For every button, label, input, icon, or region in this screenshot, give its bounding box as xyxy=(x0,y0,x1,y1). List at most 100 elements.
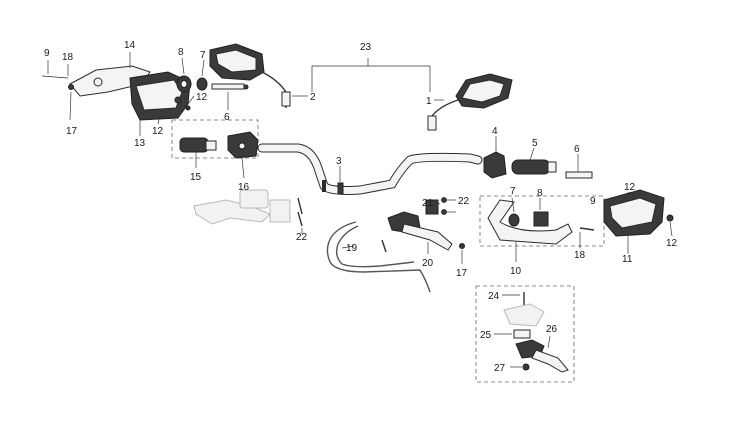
callout-27: 27 xyxy=(494,363,506,374)
handlebar-3 xyxy=(257,143,483,195)
callout-7: 7 xyxy=(200,50,206,61)
throttle-cable-19-b xyxy=(335,225,415,268)
ghost-clutch-master-cylinder xyxy=(193,189,291,225)
callout-5: 5 xyxy=(532,138,538,149)
right-mirror-nut xyxy=(427,115,437,131)
bar-end-weight-6-right xyxy=(565,171,593,179)
cable-end xyxy=(381,239,387,253)
callout-15: 15 xyxy=(190,172,202,183)
left-grip-15 xyxy=(179,137,209,153)
throttle-cable-19 xyxy=(326,221,431,293)
callout-2: 2 xyxy=(310,92,316,103)
left-switch-group xyxy=(171,119,259,159)
callout-16: 16 xyxy=(238,182,250,193)
callout-17: 17 xyxy=(456,268,468,279)
callout-labels: 9 18 14 8 7 12 6 2 23 1 17 12 13 15 16 3… xyxy=(44,40,678,374)
callout-25: 25 xyxy=(480,330,492,341)
leader-lines xyxy=(47,52,673,368)
brake-lever-20 xyxy=(401,223,453,251)
washer-17-right xyxy=(459,243,465,249)
left-grip-collar xyxy=(205,140,217,151)
callout-9: 9 xyxy=(44,48,50,59)
handlebar-tube xyxy=(258,144,482,194)
screw-12-right xyxy=(666,214,674,222)
bolts-22-left xyxy=(297,197,303,227)
spacer-8-right xyxy=(533,211,549,227)
left-bracket-hole xyxy=(93,77,103,87)
left-handguard-face xyxy=(135,79,183,111)
spacer-8-left-hole xyxy=(180,80,188,88)
screw-22-right-b xyxy=(441,209,447,215)
bar-end-tip-left xyxy=(243,84,249,90)
callout-9: 9 xyxy=(590,196,596,207)
throttle-switch-4 xyxy=(483,151,507,179)
callout-12: 12 xyxy=(666,238,678,249)
callout-17: 17 xyxy=(66,126,78,137)
right-grip-parts xyxy=(483,151,593,179)
ghost-reservoir xyxy=(239,189,269,209)
bolt-22-a xyxy=(297,197,303,215)
left-group-dashed-outline xyxy=(171,119,259,159)
callout-19: 19 xyxy=(346,243,358,254)
left-small-parts xyxy=(176,75,249,111)
left-mirror-nut xyxy=(281,91,291,107)
callout-22: 22 xyxy=(296,232,308,243)
callout-23: 23 xyxy=(360,42,372,53)
callout-12: 12 xyxy=(196,92,208,103)
callout-12: 12 xyxy=(152,126,164,137)
brake-lever-26 xyxy=(531,349,569,373)
callout-18: 18 xyxy=(574,250,586,261)
callout-11: 11 xyxy=(622,254,633,265)
callout-20: 20 xyxy=(422,258,434,269)
bracket-23 xyxy=(311,65,431,92)
nut-7-left xyxy=(196,77,208,91)
callout-7: 7 xyxy=(510,186,516,197)
handguard-face-11 xyxy=(609,197,657,229)
callout-12: 12 xyxy=(624,182,636,193)
bolt-22-b xyxy=(297,211,303,227)
callout-6: 6 xyxy=(224,112,230,123)
bar-end-weight-6-left xyxy=(211,83,245,90)
right-handguard-assembly xyxy=(459,189,674,249)
right-grip-cap xyxy=(547,161,557,173)
handguard-bracket-10 xyxy=(487,199,573,245)
handlebar-marker xyxy=(337,182,344,195)
callout-8: 8 xyxy=(178,47,184,58)
ghost-clamp xyxy=(269,199,291,223)
nut-7-right xyxy=(508,213,520,227)
inset-dashed-box xyxy=(475,285,575,383)
callout-8: 8 xyxy=(537,188,543,199)
handlebar-knurl-left xyxy=(322,180,326,192)
callout-24: 24 xyxy=(488,291,500,302)
callout-21: 21 xyxy=(422,198,434,209)
left-guard-bolt xyxy=(174,96,182,104)
nut-27 xyxy=(522,363,530,371)
left-mirror-glass xyxy=(215,49,257,73)
callout-4: 4 xyxy=(492,126,498,137)
screw-22-right-a xyxy=(441,197,447,203)
left-mirror-assembly xyxy=(209,43,291,108)
brake-master-20 xyxy=(387,197,453,251)
right-mirror-glass xyxy=(461,79,505,103)
callout-10: 10 xyxy=(510,266,522,277)
callout-22: 22 xyxy=(458,196,470,207)
inset-brake-master xyxy=(475,285,575,383)
switch-button xyxy=(238,142,246,150)
callout-1: 1 xyxy=(426,96,432,107)
ghost-reservoir-inset xyxy=(503,303,545,327)
right-grip-5 xyxy=(511,159,551,175)
left-handguard-assembly xyxy=(41,65,191,121)
callout-14: 14 xyxy=(124,40,136,51)
washer-17 xyxy=(68,84,74,90)
callout-26: 26 xyxy=(546,324,558,335)
screw-12-left xyxy=(185,105,191,111)
bolt-9-shaft xyxy=(41,75,69,79)
callout-6: 6 xyxy=(574,144,580,155)
right-mirror-assembly xyxy=(427,73,513,131)
clamp-21 xyxy=(425,199,439,215)
callout-3: 3 xyxy=(336,156,342,167)
bolt-18-right xyxy=(579,227,595,231)
clamp-25 xyxy=(513,329,531,339)
